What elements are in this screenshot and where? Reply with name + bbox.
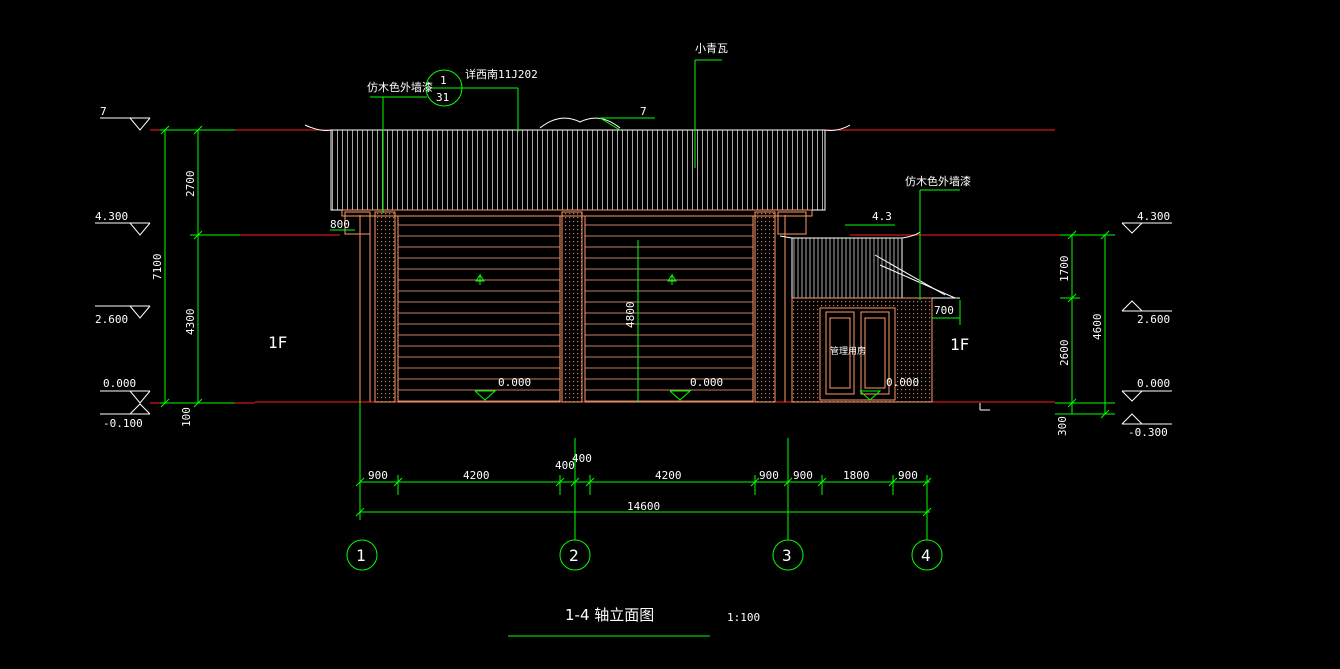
- dim-left-base: 100: [180, 407, 193, 427]
- dim-800-label: 800: [330, 218, 350, 231]
- axis-label-2: 2: [569, 546, 579, 565]
- dim-right-total: 4600: [1091, 314, 1104, 341]
- axis-label-3: 3: [782, 546, 792, 565]
- axis-label-4: 4: [921, 546, 931, 565]
- detail-callout-number: 1: [440, 74, 447, 87]
- axis-label-1: 1: [356, 546, 366, 565]
- dim-seg-6: 900: [759, 469, 779, 482]
- dim-left-upper: 2700: [184, 171, 197, 198]
- level-mid-right-label: 2.600: [1137, 313, 1170, 326]
- dim-seg-4: 400: [572, 452, 592, 465]
- level-eave-left-label: 4.300: [95, 210, 128, 223]
- level-ground-right-label: 0.000: [1137, 377, 1170, 390]
- floor-level-2: 0.000: [690, 376, 723, 389]
- dim-right-lower: 2600: [1058, 340, 1071, 367]
- dim-700-label: 700: [934, 304, 954, 317]
- roof-ridge-ornament: [539, 117, 621, 129]
- main-roof: [304, 117, 851, 211]
- floor-level-1: 0.000: [498, 376, 531, 389]
- dim-right-upper: 1700: [1058, 256, 1071, 283]
- level-top-mid-label: 7: [640, 105, 647, 118]
- dim-right-base: 300: [1056, 416, 1069, 436]
- floor-right-label: 1F: [950, 335, 969, 354]
- floor-level-3: 0.000: [886, 376, 919, 389]
- level-eave-right-label: 4.300: [1137, 210, 1170, 223]
- door-height-label: 4800: [624, 302, 637, 329]
- annotation-leaders: [330, 59, 961, 520]
- small-level-marks: [474, 390, 882, 401]
- annex-door: [819, 307, 896, 401]
- detail-callout-sheet: 31: [436, 91, 449, 104]
- main-door-right: [584, 215, 754, 403]
- roof-tile-label: 小青瓦: [695, 42, 728, 55]
- right-level-labels: 4.300 2.600 0.000 -0.300: [1128, 210, 1170, 439]
- drawing-title: 1-4 轴立面图: [565, 606, 654, 624]
- bottom-dims: [355, 438, 932, 540]
- bottom-dim-labels: 900 4200 400 400 4200 900 900 1800 900 1…: [368, 452, 918, 513]
- level-ground-left-label: 0.000: [103, 377, 136, 390]
- drawing-scale: 1:100: [727, 611, 760, 624]
- axis-bubble-3: [772, 539, 804, 571]
- dim-seg-7: 900: [793, 469, 813, 482]
- right-level-marks: [1121, 222, 1172, 425]
- room-label: 管理用房: [830, 345, 866, 357]
- dim-total: 14600: [627, 500, 660, 513]
- level-below-right-label: -0.300: [1128, 426, 1168, 439]
- axis-bubble-1: [346, 539, 378, 571]
- floor-left-label: 1F: [268, 333, 287, 352]
- left-level-marks: [95, 117, 151, 415]
- axis-bubbles: [346, 539, 943, 571]
- main-building: [341, 209, 813, 403]
- axis-labels: 1 2 3 4: [356, 546, 931, 565]
- left-level-labels: 7 4.300 2.600 0.000 -0.100: [95, 105, 143, 430]
- left-vertical-dims: [160, 125, 240, 408]
- dim-left-total: 7100: [151, 254, 164, 281]
- axis-bubble-4: [911, 539, 943, 571]
- main-door-left: [397, 215, 561, 403]
- detail-ref-label: 详西南11J202: [465, 67, 538, 81]
- level-below-left-label: -0.100: [103, 417, 143, 430]
- wall-finish-left-label: 仿木色外墙漆: [367, 80, 433, 94]
- dim-seg-3: 400: [555, 459, 575, 472]
- dim-seg-2: 4200: [463, 469, 490, 482]
- dim-seg-1: 900: [368, 469, 388, 482]
- annex-level-label: 4.3: [872, 210, 892, 223]
- wall-finish-right-label: 仿木色外墙漆: [905, 174, 971, 188]
- dim-seg-8: 1800: [843, 469, 870, 482]
- annex-building: [779, 231, 960, 403]
- level-mid-left-label: 2.600: [95, 313, 128, 326]
- right-vertical-dims: [1055, 230, 1115, 419]
- axis-bubble-2: [559, 539, 591, 571]
- dim-left-lower: 4300: [184, 309, 197, 336]
- annotation-labels: 仿木色外墙漆 1 31 详西南11J202 小青瓦 7 仿木色外墙漆 4.3 8…: [268, 42, 971, 389]
- level-top-label: 7: [100, 105, 107, 118]
- dim-seg-5: 4200: [655, 469, 682, 482]
- dim-seg-9: 900: [898, 469, 918, 482]
